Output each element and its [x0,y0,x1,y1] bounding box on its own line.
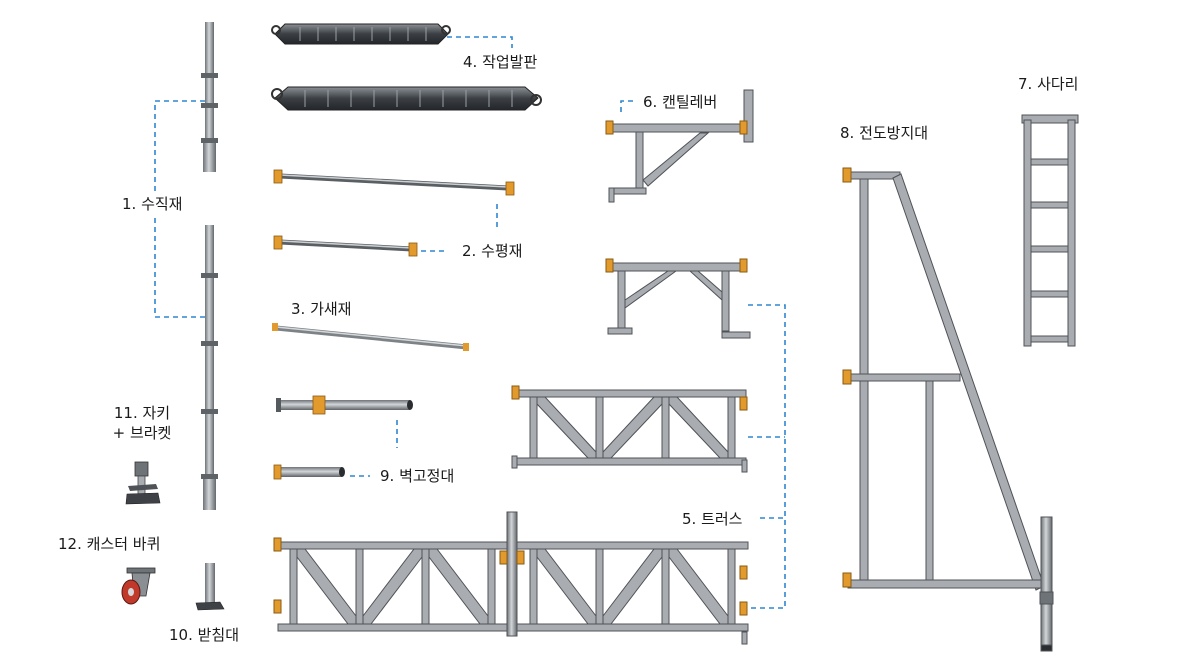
label-base-plate: 10. 받침대 [169,626,240,644]
leader-cantilever [620,100,637,112]
caster-wheel-icon [121,567,156,605]
ladder-icon [1021,114,1079,347]
vertical-post-long-icon [201,225,218,510]
label-diagonal: 3. 가새재 [291,300,352,318]
leader-horizontal [421,204,498,252]
screw-jack-icon [125,461,161,505]
label-wall-tie: 9. 벽고정대 [380,467,455,485]
truss-long-icon [273,511,749,645]
label-ladder: 7. 사다리 [1018,75,1079,93]
leader-vertical [154,100,205,318]
leader-lines [154,36,786,609]
label-jack-line2: + 브라켓 [112,424,172,442]
label-caster: 12. 캐스터 바퀴 [58,535,161,553]
work-plank-icon [271,23,451,45]
base-plate-icon [195,563,225,611]
diagonal-brace-icon [272,323,469,351]
label-vertical: 1. 수직재 [122,195,183,213]
outrigger-icon [842,167,1054,652]
label-plank: 4. 작업발판 [463,53,538,71]
leader-truss [748,304,786,609]
vertical-post-icon [201,22,218,172]
cantilever-frame-icon [605,258,751,339]
cantilever-bracket-icon [605,89,754,203]
label-horizontal: 2. 수평재 [462,242,523,260]
label-outrigger: 8. 전도방지대 [840,124,929,142]
leader-wall-tie [350,420,398,477]
label-jack-line1: 11. 자키 [113,404,171,422]
truss-icon [511,385,748,473]
ledger-icon [273,169,515,196]
work-plank-large-icon [271,86,542,111]
ledger-short-icon [273,235,418,257]
wall-tie-short-icon [273,464,345,480]
label-cantilever: 6. 캔틸레버 [643,93,718,111]
leader-plank [447,36,513,48]
label-jack: 11. 자키 + 브라켓 [100,404,184,442]
label-truss: 5. 트러스 [682,510,743,528]
wall-tie-icon [276,395,413,415]
